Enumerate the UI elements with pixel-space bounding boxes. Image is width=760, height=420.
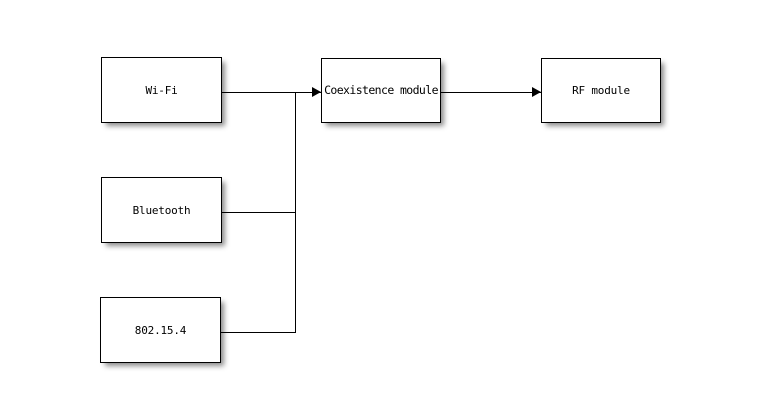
- node-wifi[interactable]: Wi-Fi: [101, 57, 222, 123]
- edge-coexistence-to-rf: [441, 92, 541, 93]
- node-rf-module[interactable]: RF module: [541, 58, 661, 123]
- arrowhead-into-coexistence: [312, 87, 321, 97]
- edge-wifi-to-coexistence: [222, 92, 321, 93]
- node-coexistence-module[interactable]: Coexistence module: [321, 58, 441, 123]
- node-bluetooth[interactable]: Bluetooth: [101, 177, 222, 243]
- node-802154-label: 802.15.4: [134, 323, 187, 337]
- edge-802154-to-bus: [221, 332, 296, 333]
- node-coexistence-module-label: Coexistence module: [324, 82, 438, 97]
- node-802154[interactable]: 802.15.4: [100, 297, 221, 363]
- node-wifi-label: Wi-Fi: [145, 83, 178, 97]
- node-bluetooth-label: Bluetooth: [132, 203, 191, 217]
- edge-bluetooth-to-bus: [222, 212, 296, 213]
- node-rf-module-label: RF module: [572, 84, 630, 97]
- arrowhead-into-rf: [532, 87, 541, 97]
